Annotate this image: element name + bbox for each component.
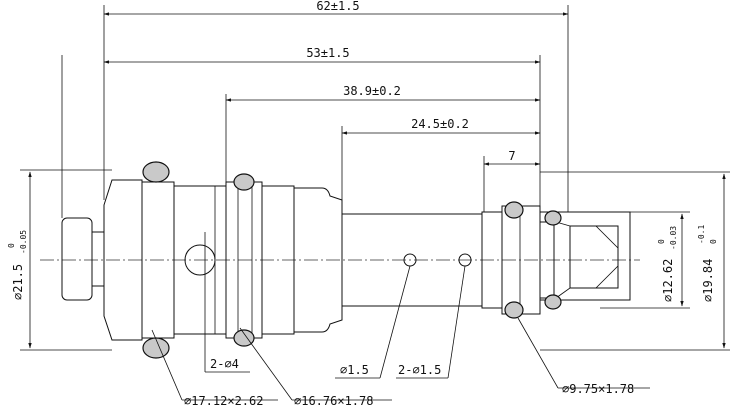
oring-top-mid [233,173,255,191]
tol-right-outer-lower: 0 [709,239,718,244]
oring-top-left [142,161,170,183]
left-knob [61,217,93,301]
o-rings [142,161,562,359]
dim-24-5: 24.5±0.2 [411,117,469,131]
shoulder [293,187,343,333]
knob-neck [91,231,105,287]
callout-oring-16: ⌀16.76×1.78 [294,394,373,408]
tol-right-inner-lower: -0.03 [669,226,678,250]
valve-body [61,179,631,341]
callout-1-5: ⌀1.5 [340,363,369,377]
callout-oring-9: ⌀9.75×1.78 [562,382,634,396]
tol-left-upper: 0 [7,243,16,248]
callout-2x1-5: 2-⌀1.5 [398,363,441,377]
dim-right-inner-diameter: ⌀12.62 [661,259,675,302]
callouts: 2-⌀4 ⌀1.5 2-⌀1.5 ⌀17.12×2.62 ⌀16.76×1.78… [151,232,650,408]
oring-top-right [504,201,524,219]
cap [540,211,631,301]
oring-cap-top [544,210,562,226]
callout-oring-17: ⌀17.12×2.62 [184,394,263,408]
oring-cap-bottom [544,294,562,310]
callout-2x4: 2-⌀4 [210,357,239,371]
dimensions: 62±1.5 53±1.5 38.9±0.2 24.5±0.2 7 ⌀21.5 … [7,0,730,351]
tol-right-outer-upper: -0.1 [697,225,706,244]
dim-53: 53±1.5 [306,46,349,60]
dim-left-diameter: ⌀21.5 [11,264,25,300]
cap-inner [569,225,619,289]
dim-62: 62±1.5 [316,0,359,13]
dim-38-9: 38.9±0.2 [343,84,401,98]
oring-bottom-left [142,337,170,359]
hole-4mm [184,244,216,276]
tol-left-lower: -0.05 [19,230,28,254]
dim-7: 7 [508,149,515,163]
oring-bottom-mid [233,329,255,347]
oring-bottom-right [504,301,524,319]
dim-right-outer-diameter: ⌀19.84 [701,259,715,302]
tol-right-inner-upper: 0 [657,239,666,244]
